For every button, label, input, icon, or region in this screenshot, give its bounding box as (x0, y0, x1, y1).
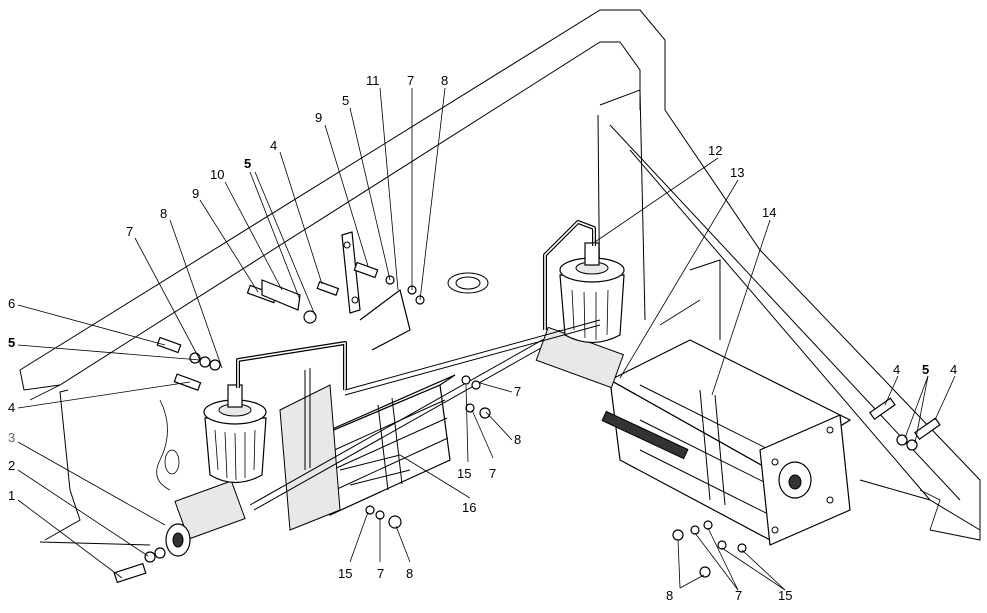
bracket-plate (341, 231, 411, 351)
callout-7-e: 7 (377, 566, 384, 581)
callout-6: 6 (8, 296, 15, 311)
callout-8-b: 8 (441, 73, 448, 88)
callout-15-c: 15 (778, 588, 792, 603)
callout-10: 10 (210, 167, 224, 182)
callout-5-c: 5 (342, 93, 349, 108)
callout-3: 3 (8, 430, 15, 445)
callout-7-f: 7 (735, 588, 742, 603)
callout-5-e: 5 (922, 362, 929, 377)
callout-1: 1 (8, 488, 15, 503)
callout-9-b: 9 (315, 110, 322, 125)
callout-9: 9 (192, 186, 199, 201)
callout-7-d: 7 (489, 466, 496, 481)
right-pipes (344, 220, 601, 396)
callout-8-c: 8 (514, 432, 521, 447)
chassis-frame (19, 9, 981, 546)
callout-4-d: 4 (950, 362, 957, 377)
callout-7: 7 (126, 224, 133, 239)
callout-8-e: 8 (666, 588, 673, 603)
callout-4: 4 (8, 400, 15, 415)
callout-12: 12 (708, 143, 722, 158)
left-pipes (156, 329, 565, 511)
callout-14: 14 (762, 205, 776, 220)
left-fasteners (113, 261, 491, 584)
leader-lines (17, 87, 956, 591)
right-fasteners (672, 397, 941, 578)
callout-13: 13 (730, 165, 744, 180)
callout-labels: 1 2 3 4 5 6 5 7 8 9 10 5 4 9 5 11 7 8 12… (8, 73, 957, 603)
callout-15-b: 15 (338, 566, 352, 581)
callout-8: 8 (160, 206, 167, 221)
callout-7-c: 7 (514, 384, 521, 399)
right-filter-bowl (559, 242, 625, 344)
callout-7-b: 7 (407, 73, 414, 88)
callout-2: 2 (8, 458, 15, 473)
callout-4-b: 4 (270, 138, 277, 153)
callout-5: 5 (8, 335, 15, 350)
callout-15: 15 (457, 466, 471, 481)
right-cylinder-assembly (535, 326, 852, 546)
left-filter-bowl (203, 384, 267, 484)
callout-8-d: 8 (406, 566, 413, 581)
callout-4-c: 4 (893, 362, 900, 377)
callout-5-d: 5 (244, 156, 251, 171)
callout-16: 16 (462, 500, 476, 515)
callout-11: 11 (366, 73, 380, 88)
